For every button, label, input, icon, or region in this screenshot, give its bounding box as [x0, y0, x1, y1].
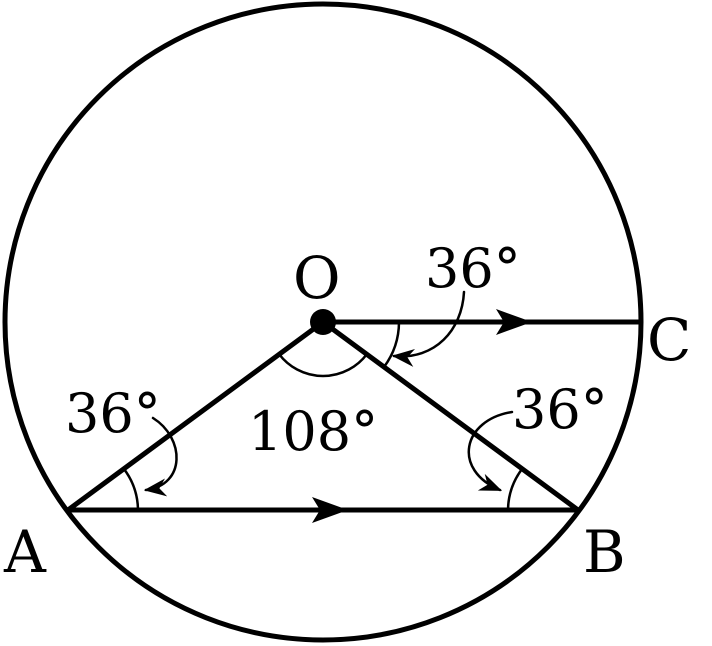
parallel-arrow-ab: [312, 497, 348, 523]
angle-arc-b: [506, 467, 524, 512]
angle-arc-a: [122, 467, 140, 512]
pointer-arrow-c: [391, 290, 466, 367]
parallel-arrow-oc: [496, 309, 532, 335]
pointer-arrow-a: [143, 416, 178, 497]
point-label-a: A: [3, 518, 47, 586]
point-label-c: C: [647, 306, 691, 374]
segment-ob: [320, 319, 581, 513]
point-label-b: B: [583, 518, 626, 586]
angle-label-boc: 36°: [425, 237, 521, 300]
angle-arc-aob: [277, 352, 369, 378]
angle-label-oba: 36°: [512, 378, 608, 441]
segment-oa: [65, 319, 326, 513]
angle-arc-boc: [382, 320, 401, 369]
center-point: [310, 309, 336, 335]
point-label-o: O: [293, 244, 341, 312]
angle-label-aob: 108°: [248, 400, 378, 463]
pointer-arrow-b: [467, 410, 514, 492]
angle-label-oab: 36°: [65, 382, 161, 445]
